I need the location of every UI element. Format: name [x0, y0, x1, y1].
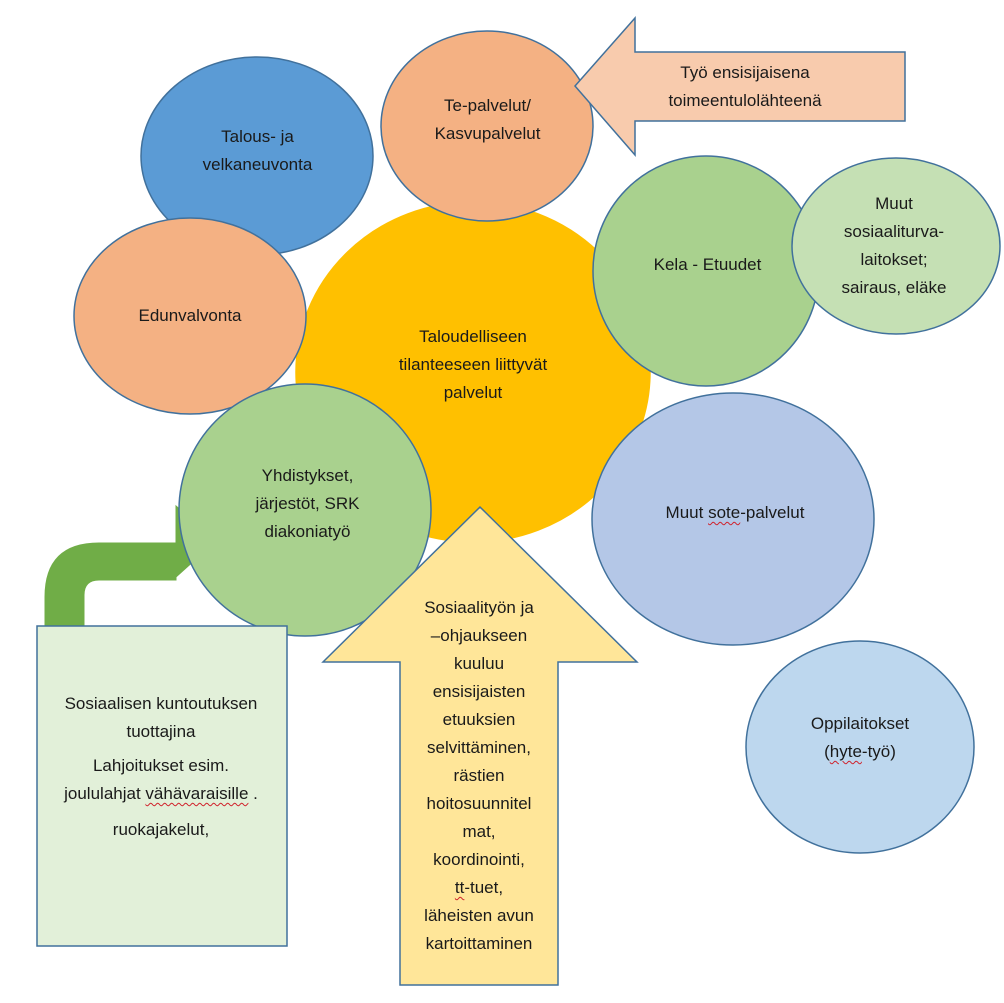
oppilaitokset-circle [745, 640, 975, 854]
bottom-up-arrow [321, 505, 639, 986]
up-arrow-line-3: kuuluu [453, 654, 505, 673]
edunvalvonta-label: Edunvalvonta [100, 300, 280, 332]
kela-label: Kela - Etuudet [620, 249, 795, 281]
up-arrow-line-2: –ohjaukseen [430, 626, 528, 645]
oppilaitokset-suffix: -työ) [861, 742, 896, 761]
yhdistykset-label: Yhdistykset, järjestöt, SRK diakoniatyö [215, 459, 400, 549]
up-arrow-line-4: ensisijaisten [432, 682, 526, 701]
up-arrow-line-11: tt-tuet, [455, 874, 503, 902]
box-line-3: Lahjoitukset esim. [92, 756, 230, 775]
center-line-3: palvelut [443, 383, 503, 402]
oppilaitokset-open: ( [824, 742, 830, 761]
edunvalvonta-circle [73, 217, 307, 415]
top-right-arrow [574, 16, 906, 158]
up-arrow-line-5: etuuksien [442, 710, 516, 729]
kuntoutus-box [36, 625, 288, 947]
up-arrow-line-12: läheisten avun [424, 906, 534, 925]
box-line-2: tuottajina [126, 722, 196, 741]
up-arrow-line-9: mat, [462, 822, 496, 841]
yhdistykset-line-2: järjestöt, SRK [255, 494, 360, 513]
sote-suffix: -palvelut [740, 503, 805, 522]
bottom-up-arrow-label: Sosiaalityön ja –ohjaukseen kuuluu ensis… [400, 594, 558, 958]
kuntoutus-box-label: Sosiaalisen kuntoutuksen tuottajina Lahj… [40, 690, 282, 860]
box-line-5: ruokajakelut, [112, 820, 210, 839]
box-line-4-underlined: vähävaraisille [145, 784, 249, 803]
muut-sosiaaliturva-line-3: laitokset; [860, 250, 928, 269]
te-circle [380, 30, 594, 222]
sote-circle [591, 392, 875, 646]
yhdistykset-line-1: Yhdistykset, [261, 466, 354, 485]
sote-label: Muut sote-palvelut [620, 497, 850, 529]
te-line-2: Kasvupalvelut [434, 124, 541, 143]
center-label: Taloudelliseen tilanteeseen liittyvät pa… [353, 310, 593, 420]
up-arrow-line-10: koordinointi, [433, 850, 525, 869]
center-line-2: tilanteeseen liittyvät [398, 355, 548, 374]
up-arrow-line-6: selvittäminen, [427, 738, 531, 757]
up-arrow-line-8: hoitosuunnitel [426, 794, 532, 813]
top-right-arrow-label: Työ ensisijaisena toimeentulolähteenä [630, 56, 860, 118]
sote-prefix: Muut [665, 503, 709, 522]
kela-line-1: Kela - Etuudet [653, 255, 762, 274]
box-line-4-prefix: joululahjat [64, 784, 146, 803]
box-line-4: joululahjat vähävaraisille . [64, 780, 258, 808]
up-arrow-tt-suffix: -tuet, [464, 878, 504, 897]
oppilaitokset-label: Oppilaitokset (hyte-työ) [770, 707, 950, 769]
te-line-1: Te-palvelut/ [444, 96, 531, 115]
oppilaitokset-line-2: (hyte-työ) [824, 738, 896, 766]
up-arrow-line-7: rästien [453, 766, 505, 785]
sote-underlined: sote [708, 503, 741, 522]
te-label: Te-palvelut/ Kasvupalvelut [405, 89, 570, 151]
up-arrow-line-1: Sosiaalityön ja [424, 598, 534, 617]
talous-line-1: Talous- ja [221, 127, 294, 146]
muut-sosiaaliturva-label: Muut sosiaaliturva- laitokset; sairaus, … [808, 187, 980, 305]
yhdistykset-line-3: diakoniatyö [264, 522, 351, 541]
center-line-1: Taloudelliseen [419, 327, 527, 346]
top-right-arrow-line-2: toimeentulolähteenä [668, 91, 822, 110]
muut-sosiaaliturva-circle [791, 157, 1001, 335]
oppilaitokset-underlined: hyte [829, 742, 862, 761]
yhdistykset-circle [178, 383, 432, 637]
muut-sosiaaliturva-line-1: Muut [875, 194, 913, 213]
muut-sosiaaliturva-line-2: sosiaaliturva- [843, 222, 945, 241]
box-line-1: Sosiaalisen kuntoutuksen [64, 694, 258, 713]
talous-label: Talous- ja velkaneuvonta [170, 120, 345, 182]
up-arrow-tt: tt [454, 878, 465, 897]
edunvalvonta-line-1: Edunvalvonta [138, 306, 242, 325]
box-line-4-suffix: . [248, 784, 258, 803]
talous-line-2: velkaneuvonta [202, 155, 313, 174]
sote-line-1: Muut sote-palvelut [666, 499, 805, 527]
top-right-arrow-line-1: Työ ensisijaisena [680, 63, 810, 82]
muut-sosiaaliturva-line-4: sairaus, eläke [841, 278, 947, 297]
oppilaitokset-line-1: Oppilaitokset [810, 714, 910, 733]
up-arrow-line-13: kartoittaminen [425, 934, 533, 953]
